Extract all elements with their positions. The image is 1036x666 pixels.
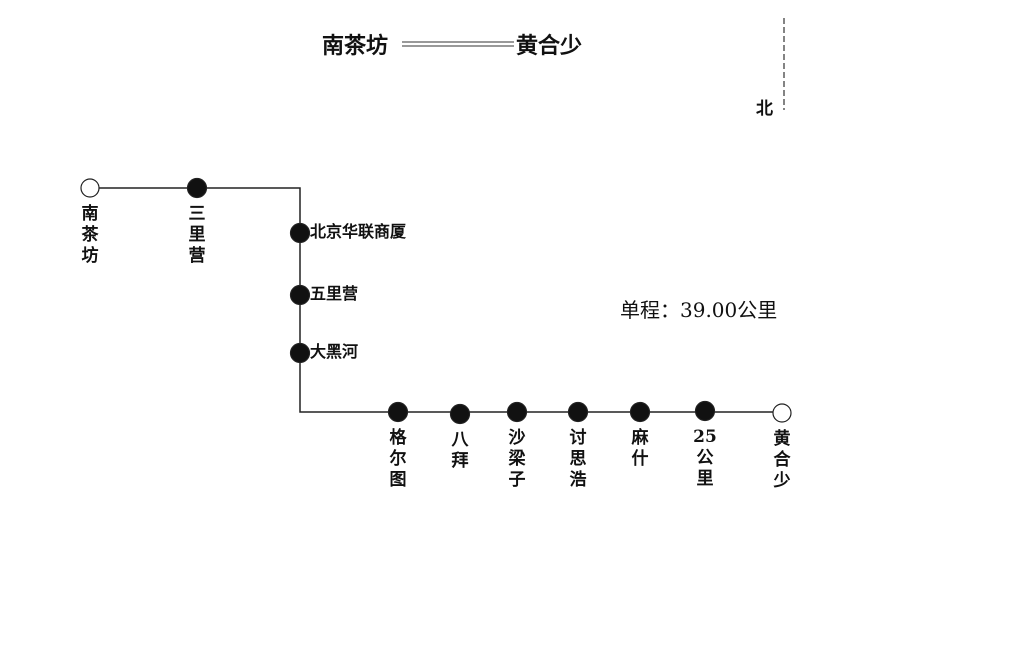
station-marker xyxy=(629,401,651,423)
station-label: 黄合少 xyxy=(773,429,791,491)
station-label: 格尔图 xyxy=(389,428,407,490)
station-label: 三里营 xyxy=(188,204,206,266)
station-marker xyxy=(449,403,471,425)
station-label: 八拜 xyxy=(451,430,469,471)
station-label: 讨思浩 xyxy=(569,428,587,490)
station-marker xyxy=(387,401,409,423)
station-marker xyxy=(289,284,311,306)
station-marker xyxy=(186,177,208,199)
station-marker xyxy=(694,400,716,422)
station-label: 大黑河 xyxy=(310,342,359,361)
header-origin: 南茶坊 xyxy=(322,33,389,59)
station-label: 麻什 xyxy=(631,428,649,469)
distance-label: 单程：39.00公里 xyxy=(620,298,778,322)
header-destination: 黄合少 xyxy=(516,33,583,59)
station-label: 25公里 xyxy=(693,427,717,489)
station-label: 沙梁子 xyxy=(508,428,526,490)
station-label: 北京华联商厦 xyxy=(310,222,407,241)
station-marker xyxy=(772,403,792,423)
station-label: 五里营 xyxy=(310,284,359,303)
station-marker xyxy=(80,178,100,198)
station-marker xyxy=(289,222,311,244)
station-marker xyxy=(567,401,589,423)
station-marker xyxy=(506,401,528,423)
station-marker xyxy=(289,342,311,364)
north-label: 北 xyxy=(756,99,773,119)
station-label: 南茶坊 xyxy=(81,204,99,266)
